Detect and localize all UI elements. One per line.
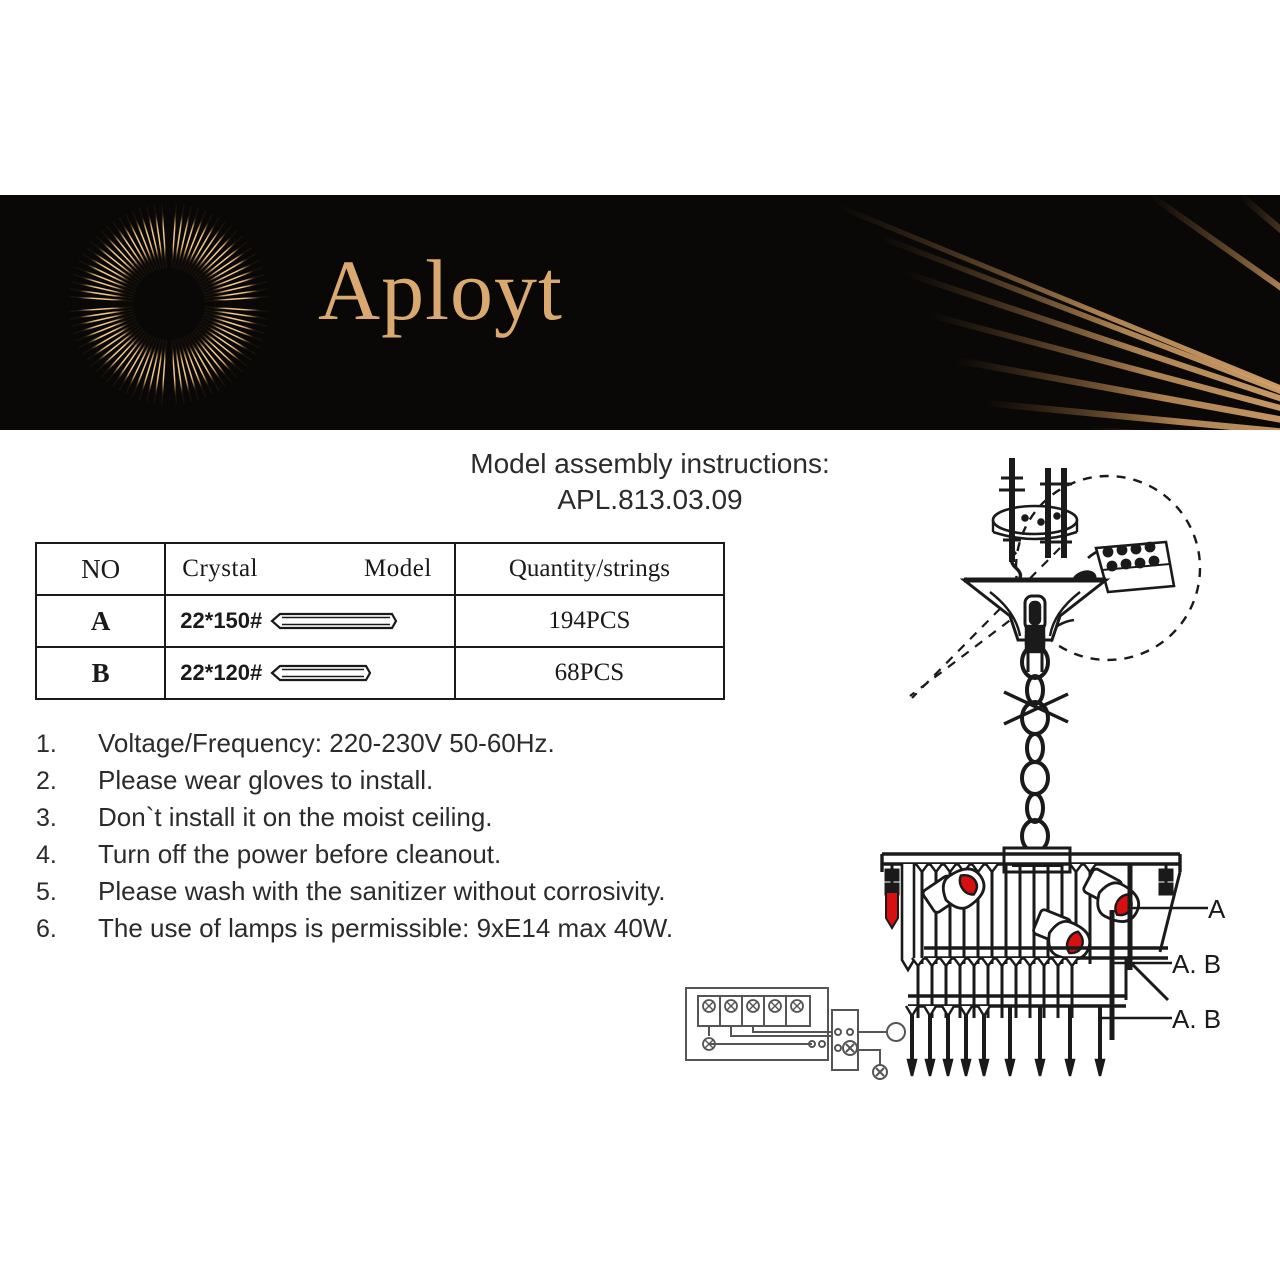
callout-label-ab-2: A. B [1172, 1004, 1222, 1034]
list-item: 3. Don`t install it on the moist ceiling… [30, 802, 910, 839]
row-qty-b: 68PCS [453, 646, 726, 700]
page-title-line2: APL.813.03.09 [557, 484, 743, 515]
callout-leader-lines [1100, 906, 1208, 1020]
header-model: Model [364, 555, 432, 582]
list-item-number: 3. [36, 804, 57, 832]
table-row: A 22*150# 194PCS [34, 594, 726, 648]
row-qty-a: 194PCS [453, 594, 726, 648]
crystal-rod-icon [270, 664, 372, 682]
list-item: 1. Voltage/Frequency: 220-230V 50-60Hz. [30, 728, 910, 765]
row-model-b-code: 22*120# [180, 660, 263, 685]
brand-wordmark: Aployt [318, 242, 563, 338]
list-item-number: 1. [36, 730, 57, 758]
parts-table: NO Crystal Model Quantity/strings A 22*1… [34, 542, 726, 700]
suspension-chain-icon [1003, 624, 1069, 872]
list-item-number: 4. [36, 841, 57, 869]
list-item-number: 6. [36, 915, 57, 943]
list-item-number: 5. [36, 878, 57, 906]
header-crystal: Crystal [182, 555, 258, 582]
terminal-block-wiring-diagram-icon [685, 987, 906, 1080]
list-item: 2. Please wear gloves to install. [30, 765, 910, 802]
canopy-icon [959, 577, 1111, 672]
callout-label-ab-1: A. B [1172, 949, 1222, 979]
chain-link-cut-marker-icon [1003, 690, 1069, 726]
instructions-list: 1. Voltage/Frequency: 220-230V 50-60Hz. … [30, 728, 910, 950]
list-item-text: Don`t install it on the moist ceiling. [98, 802, 493, 832]
list-item: 4. Turn off the power before cleanout. [30, 839, 910, 876]
page-title: Model assembly instructions: APL.813.03.… [300, 446, 1000, 518]
crystal-rod-icon [270, 612, 398, 630]
sunburst-emblem-icon [69, 204, 269, 404]
list-item: 6. The use of lamps is permissible: 9xE1… [30, 913, 910, 950]
row-no-b: B [34, 646, 167, 700]
row-model-b: 22*120# [164, 646, 456, 700]
crystal-chandelier-icon [880, 846, 1182, 1077]
list-item-text: Turn off the power before cleanout. [98, 839, 502, 869]
candle-bulb-icon [921, 867, 1141, 961]
gold-rays-decoration [837, 195, 1280, 430]
header-quantity: Quantity/strings [453, 542, 726, 596]
row-model-a-code: 22*150# [180, 608, 263, 633]
list-item-text: The use of lamps is permissible: 9xE14 m… [98, 913, 674, 943]
callout-label-a: A [1208, 894, 1226, 924]
row-model-a: 22*150# [164, 594, 456, 648]
list-item-text: Voltage/Frequency: 220-230V 50-60Hz. [98, 728, 555, 758]
list-item: 5. Please wash with the sanitizer withou… [30, 876, 910, 913]
header-no: NO [34, 542, 167, 596]
ceiling-mounting-plate-icon [991, 458, 1079, 584]
list-item-text: Please wash with the sanitizer without c… [98, 876, 666, 906]
list-item-number: 2. [36, 767, 57, 795]
table-header-row: NO Crystal Model Quantity/strings [34, 542, 726, 596]
page-title-line1: Model assembly instructions: [470, 448, 830, 479]
header-crystal-model: Crystal Model [164, 542, 456, 596]
row-no-a: A [34, 594, 167, 648]
brand-banner: Aployt [0, 195, 1280, 430]
assembly-figure [685, 458, 1208, 1080]
list-item-text: Please wear gloves to install. [98, 765, 434, 795]
table-row: B 22*120# 68PCS [34, 646, 726, 700]
